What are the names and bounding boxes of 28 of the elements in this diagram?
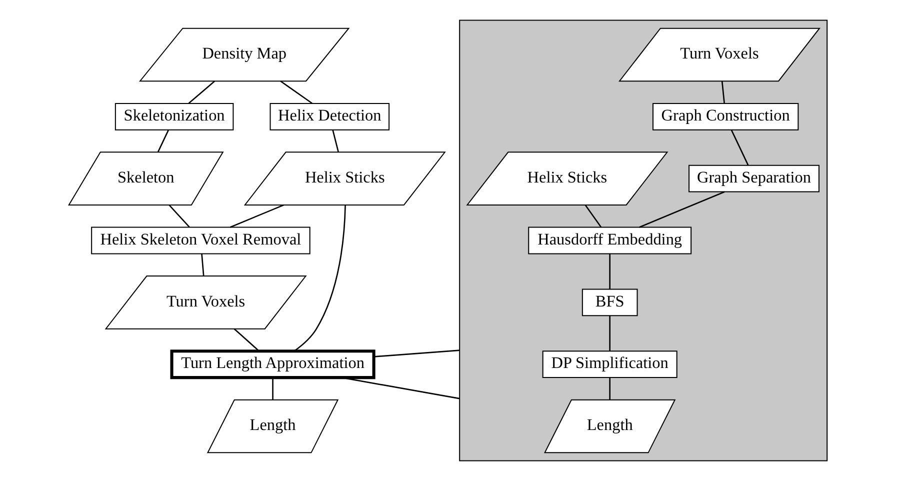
connector [157,130,169,152]
connector [233,328,259,352]
connector [280,80,312,104]
connector [200,254,204,276]
node-box: Graph Construction [652,102,798,130]
connector [584,204,602,228]
connector [188,80,215,104]
node-box: Graph Separation [688,164,819,192]
connector [168,204,190,228]
connector [332,130,338,152]
node-box: Hausdorff Embedding [528,226,692,254]
node-box: Skeletonization [114,102,234,130]
node-box: Turn Length Approximation [170,350,375,380]
cluster [458,20,828,462]
connector [638,191,724,228]
node-box: Helix Skeleton Voxel Removal [90,226,310,254]
connector [293,204,346,352]
connector [608,254,610,290]
node-box: DP Simplification [542,350,677,378]
connector [272,378,273,400]
connector [229,204,284,228]
connector [608,378,610,400]
connector [730,130,748,166]
connector [720,81,724,104]
connector [374,350,460,358]
node-box: Helix Detection [269,102,390,130]
node-box: BFS [581,288,638,316]
connector [608,316,610,351]
